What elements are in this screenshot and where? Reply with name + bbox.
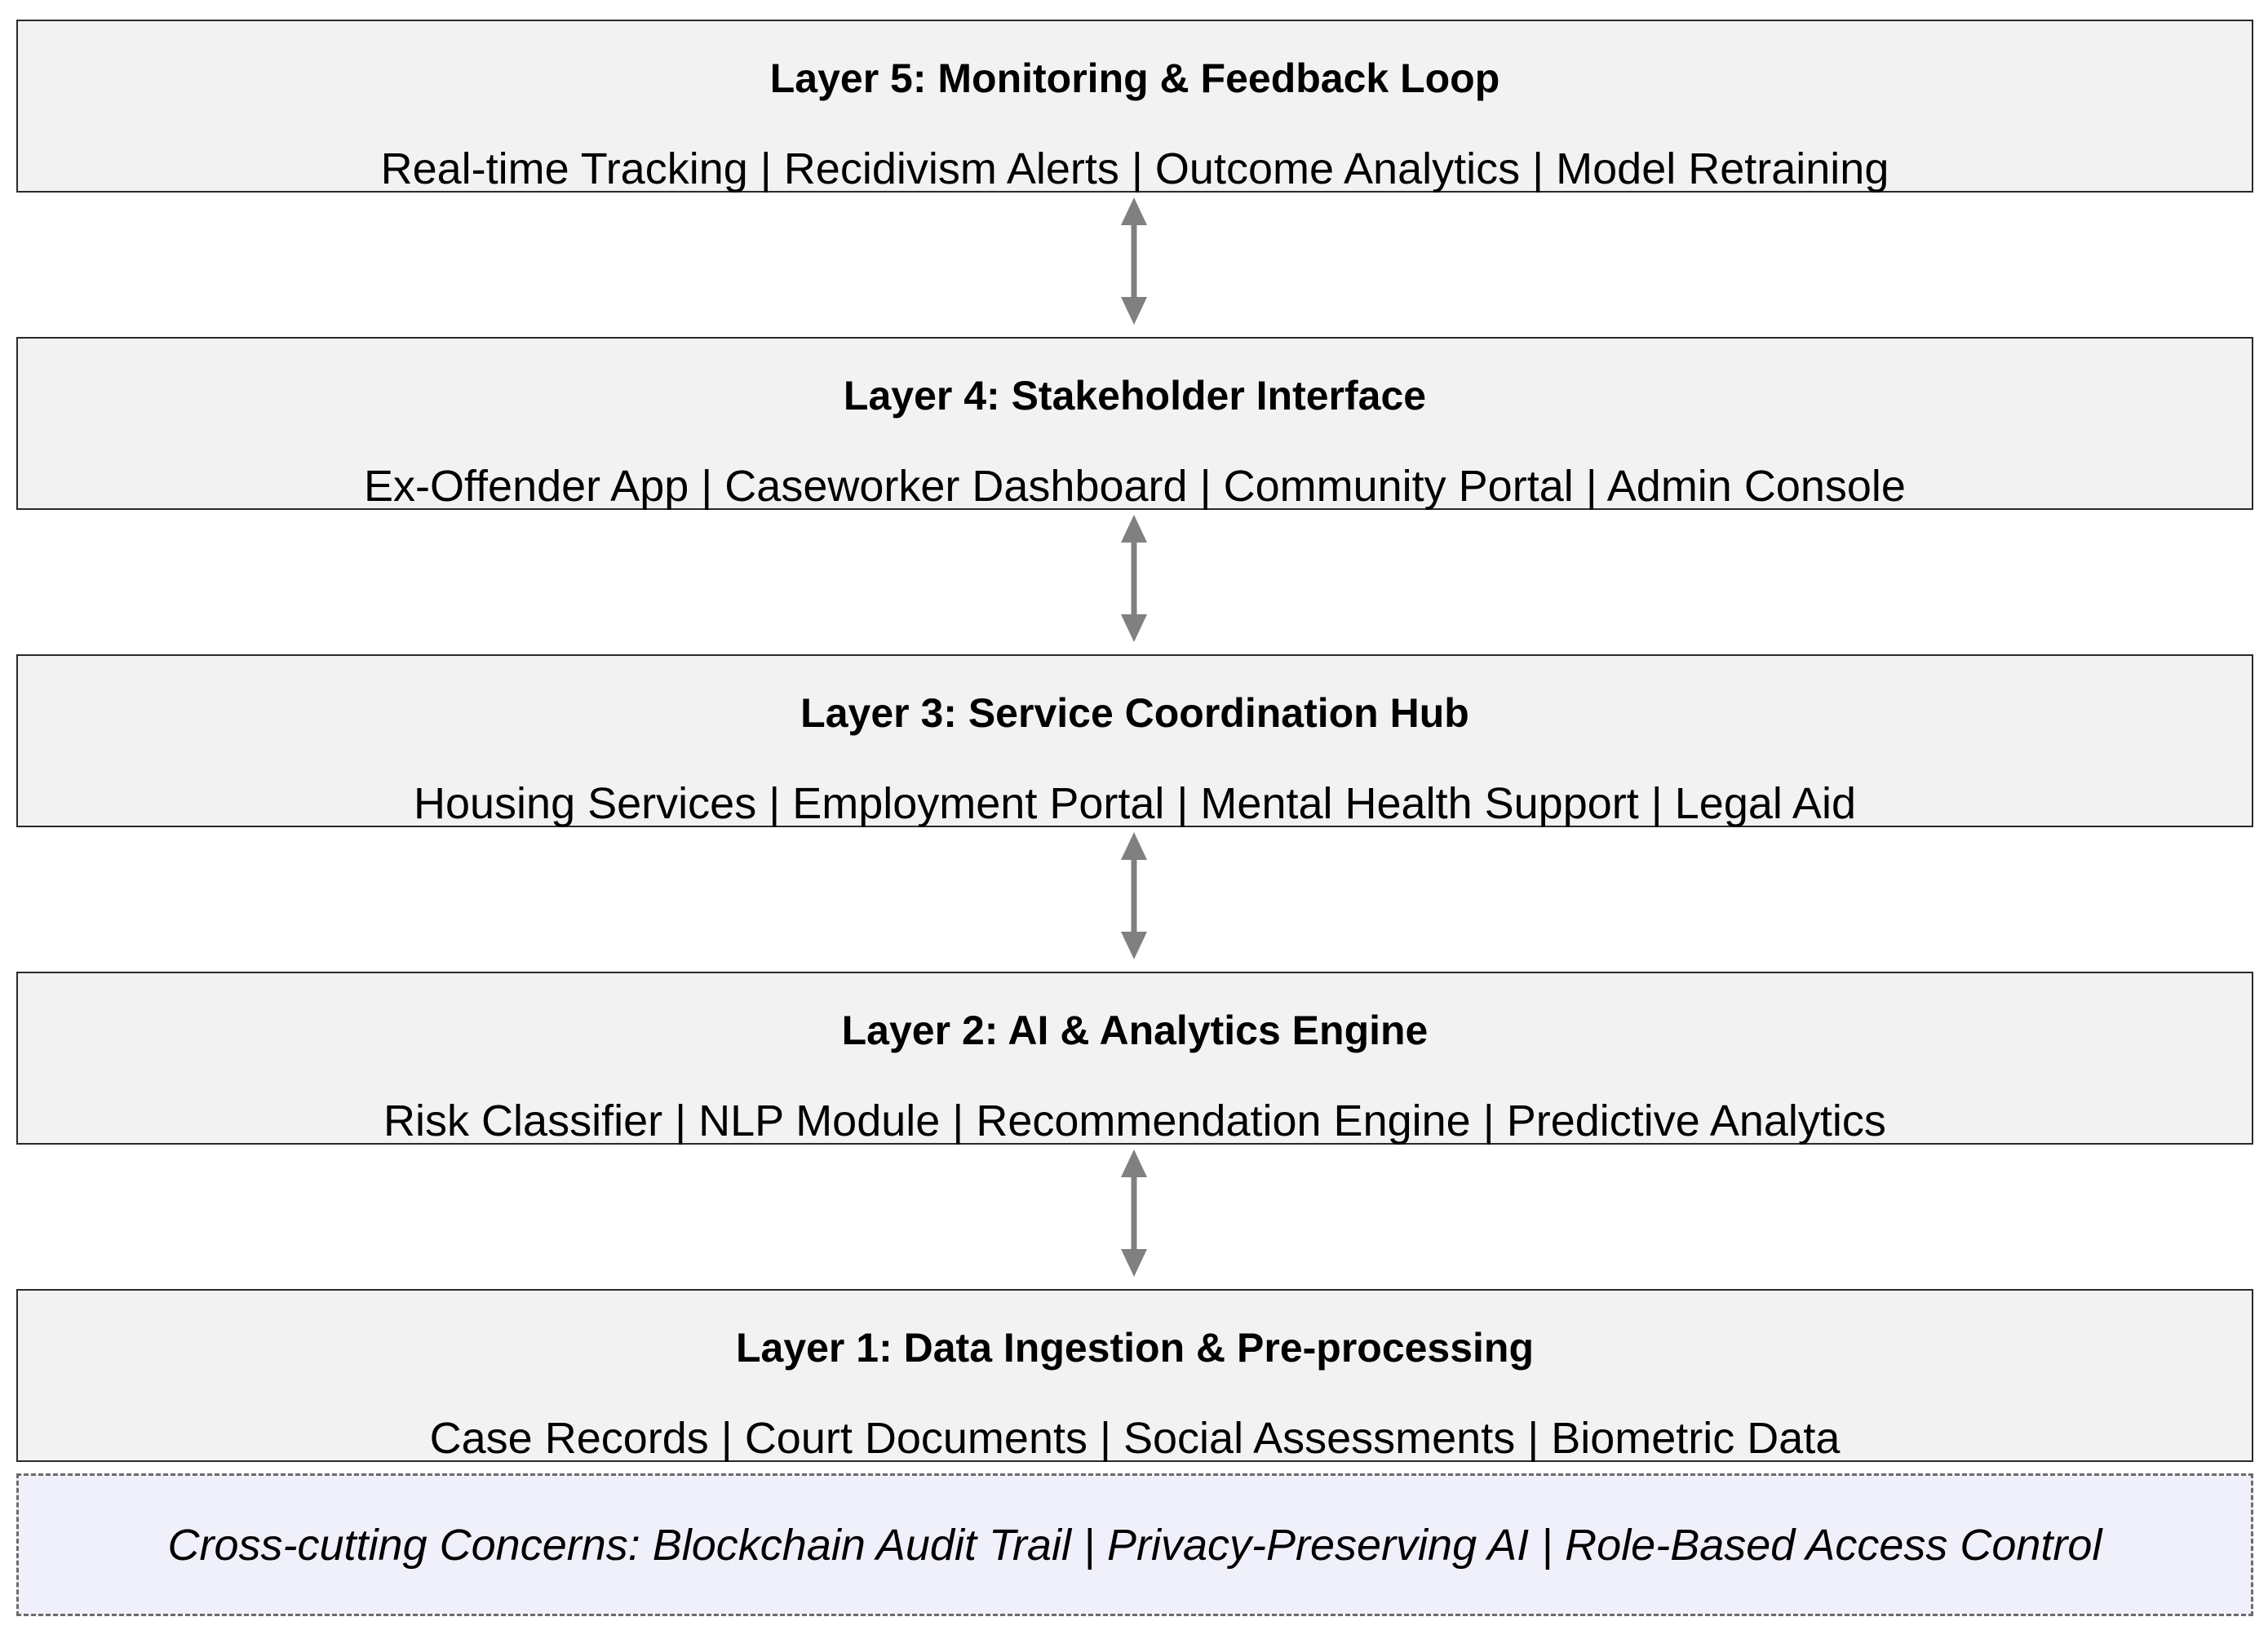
connector-layer3-layer2 xyxy=(1121,832,1147,959)
layer-5-items: Real-time Tracking | Recidivism Alerts |… xyxy=(380,144,1889,193)
layer-5-title: Layer 5: Monitoring & Feedback Loop xyxy=(769,55,1500,101)
layer-3-box: Layer 3: Service Coordination Hub Housin… xyxy=(16,654,2253,828)
layer-1-items: Case Records | Court Documents | Social … xyxy=(429,1414,1841,1463)
layer-1-box: Layer 1: Data Ingestion & Pre-processing… xyxy=(16,1289,2253,1463)
connector-layer4-layer3 xyxy=(1121,515,1147,642)
layer-5-box: Layer 5: Monitoring & Feedback Loop Real… xyxy=(16,20,2253,193)
layer-4-items: Ex-Offender App | Caseworker Dashboard |… xyxy=(364,462,1906,511)
cross-cutting-box: Cross-cutting Concerns: Blockchain Audit… xyxy=(16,1473,2253,1616)
layer-2-box: Layer 2: AI & Analytics Engine Risk Clas… xyxy=(16,972,2253,1145)
cross-cutting-text: Cross-cutting Concerns: Blockchain Audit… xyxy=(167,1521,2102,1570)
layer-4-title: Layer 4: Stakeholder Interface xyxy=(843,373,1427,419)
layer-2-title: Layer 2: AI & Analytics Engine xyxy=(841,1008,1429,1053)
layer-3-title: Layer 3: Service Coordination Hub xyxy=(800,690,1469,736)
connector-layer5-layer4 xyxy=(1121,197,1147,325)
layer-3-items: Housing Services | Employment Portal | M… xyxy=(414,779,1856,828)
layer-2-items: Risk Classifier | NLP Module | Recommend… xyxy=(383,1096,1886,1145)
layer-4-box: Layer 4: Stakeholder Interface Ex-Offend… xyxy=(16,337,2253,511)
layer-1-title: Layer 1: Data Ingestion & Pre-processing xyxy=(735,1325,1535,1371)
connector-layer2-layer1 xyxy=(1121,1150,1147,1277)
